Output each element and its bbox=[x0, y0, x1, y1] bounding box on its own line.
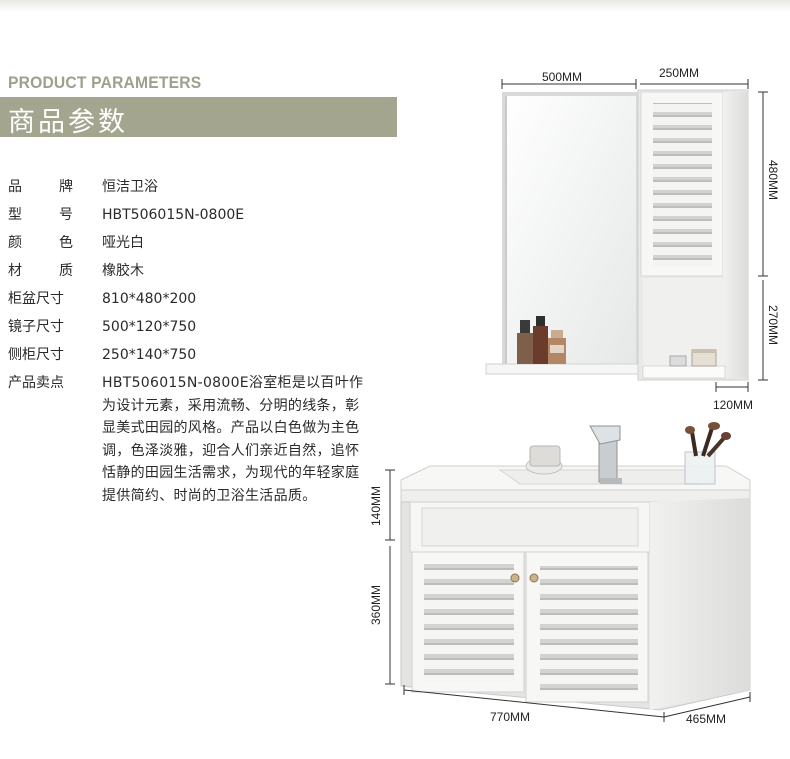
param-value: 哑光白 bbox=[102, 235, 144, 251]
cosmetic-bottles bbox=[517, 316, 566, 364]
brush-cup bbox=[684, 422, 731, 485]
param-label: 型号 bbox=[8, 207, 73, 223]
param-label: 侧柜尺寸 bbox=[8, 347, 64, 363]
dim-top-depth: 120MM bbox=[713, 398, 754, 412]
param-row-material: 材质 橡胶木 bbox=[8, 260, 368, 288]
param-row-color: 颜色 哑光白 bbox=[8, 232, 368, 260]
param-value: 恒洁卫浴 bbox=[102, 179, 158, 195]
top-band bbox=[0, 0, 790, 12]
side-cabinet bbox=[637, 89, 749, 381]
param-row-selling-point: 产品卖点 HBT506015N-0800E浴室柜是以百叶作为设计元素，采用流畅、… bbox=[8, 372, 368, 507]
dim-cabinet-width: 770MM bbox=[490, 710, 531, 724]
param-label: 品牌 bbox=[8, 179, 73, 195]
dim-upper-height: 480MM bbox=[766, 160, 780, 201]
dim-lower-height: 270MM bbox=[766, 305, 780, 346]
section-title-en: PRODUCT PARAMETERS bbox=[8, 73, 202, 92]
section-title-cn: 商品参数 bbox=[8, 107, 128, 138]
selling-point-text: HBT506015N-0800E浴室柜是以百叶作为设计元素，采用流畅、分明的线条… bbox=[102, 375, 364, 504]
param-value: HBT506015N-0800E bbox=[102, 207, 245, 223]
parameter-list: 品牌 恒洁卫浴 型号 HBT506015N-0800E 颜色 哑光白 材质 橡胶… bbox=[8, 176, 368, 507]
dimension-lines bbox=[385, 79, 768, 722]
soap-dish bbox=[525, 445, 563, 475]
param-label: 颜色 bbox=[8, 235, 73, 251]
mirror-shelf bbox=[485, 363, 639, 375]
param-value: 810*480*200 bbox=[102, 291, 197, 307]
param-value: 500*120*750 bbox=[102, 319, 197, 335]
dim-cabinet-height: 360MM bbox=[369, 585, 383, 626]
dim-side-cabinet-width: 250MM bbox=[659, 66, 700, 80]
dim-mirror-width: 500MM bbox=[542, 70, 583, 84]
param-row-brand: 品牌 恒洁卫浴 bbox=[8, 176, 368, 204]
param-row-side-cabinet-size: 侧柜尺寸 250*140*750 bbox=[8, 344, 368, 372]
dim-cabinet-depth: 465MM bbox=[686, 712, 727, 726]
param-label: 产品卖点 bbox=[8, 375, 64, 391]
dim-basin-height: 140MM bbox=[369, 486, 383, 527]
param-row-basin-size: 柜盆尺寸 810*480*200 bbox=[8, 288, 368, 316]
param-label: 材质 bbox=[8, 263, 73, 279]
cosmetic-jars bbox=[669, 349, 717, 367]
param-value: 250*140*750 bbox=[102, 347, 197, 363]
section-title-bar bbox=[0, 97, 397, 137]
param-label: 柜盆尺寸 bbox=[8, 291, 64, 307]
param-row-model: 型号 HBT506015N-0800E bbox=[8, 204, 368, 232]
param-row-mirror-size: 镜子尺寸 500*120*750 bbox=[8, 316, 368, 344]
faucet bbox=[589, 425, 622, 484]
mirror bbox=[502, 92, 638, 367]
param-value: 橡胶木 bbox=[102, 263, 144, 279]
param-label: 镜子尺寸 bbox=[8, 319, 64, 335]
lower-cabinet bbox=[400, 498, 751, 711]
